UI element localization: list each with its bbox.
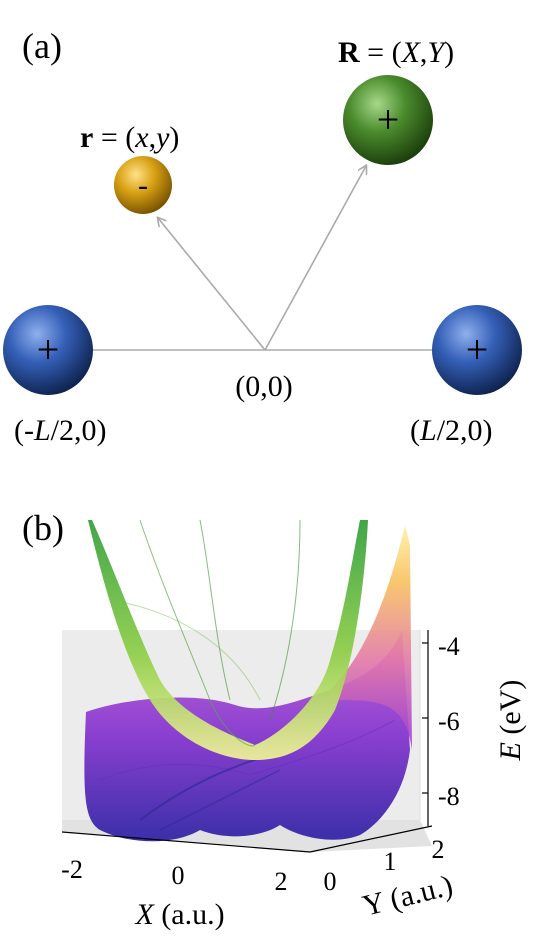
plus-sign: + — [466, 327, 489, 372]
nucleus-left-particle: + — [3, 305, 93, 395]
right-nucleus-position-label: (L/2,0) — [410, 414, 493, 447]
surface-valley-line — [139, 754, 271, 821]
minus-sign: - — [138, 169, 148, 202]
y-tick-label: 0 — [324, 867, 337, 896]
electron-position-arrow — [158, 218, 266, 351]
y-tick-label: 1 — [384, 847, 397, 876]
electron-particle: - — [114, 156, 172, 214]
electron-position-label: r = (x,y) — [80, 121, 179, 154]
panel-b-label: (b) — [22, 508, 64, 548]
z-tick-label: -8 — [438, 782, 460, 811]
plus-sign: + — [377, 97, 400, 142]
surface-ridge — [330, 525, 412, 750]
x-tick-label: 0 — [172, 861, 185, 890]
z-tick-label: -6 — [438, 707, 460, 736]
x-tick-label: 2 — [275, 867, 288, 896]
z-axis-label: E (eV) — [494, 680, 527, 762]
origin-label: (0,0) — [235, 370, 292, 403]
x-axis-ticks: -2 0 2 — [61, 855, 287, 896]
y-tick-label: 2 — [432, 835, 445, 864]
z-axis-ticks: -4 -6 -8 — [422, 632, 460, 811]
x-axis-line — [61, 831, 311, 853]
nucleus-position-arrow — [264, 166, 366, 351]
left-nucleus-position-label: (-L/2,0) — [14, 414, 107, 447]
lower-energy-surface — [84, 630, 410, 842]
nucleus-R-particle: + — [343, 75, 433, 165]
upper-energy-surface — [88, 520, 368, 760]
nucleus-position-label: R = (X,Y) — [338, 36, 454, 69]
nucleus-right-particle: + — [432, 305, 522, 395]
y-axis-ticks: 0 1 2 — [324, 835, 445, 896]
plus-sign: + — [37, 327, 60, 372]
panel-a-label: (a) — [22, 26, 62, 66]
x-axis-label: X (a.u.) — [134, 898, 224, 931]
x-tick-label: -2 — [61, 855, 83, 884]
y-axis-line — [309, 825, 433, 853]
y-axis-label: Y (a.u.) — [359, 869, 456, 923]
z-tick-label: -4 — [438, 632, 460, 661]
